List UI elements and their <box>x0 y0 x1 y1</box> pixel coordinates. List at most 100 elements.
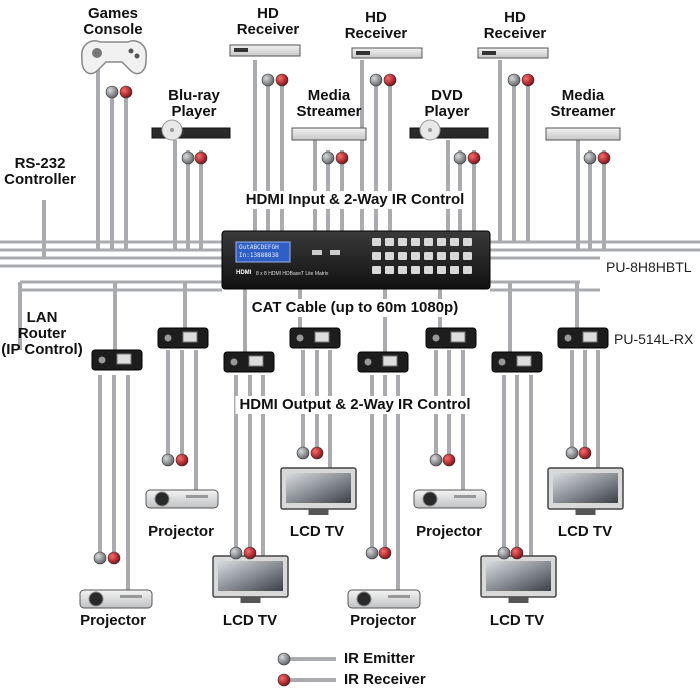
matrix-button <box>437 252 446 260</box>
matrix-button <box>424 252 433 260</box>
lcd-tv-stand-2 <box>575 509 596 515</box>
ir-layer <box>93 73 611 687</box>
model-label-receiver: PU-514L-RX <box>614 331 694 347</box>
source-ir-emitter-5 <box>181 151 195 165</box>
display-label-projector-4: Projector <box>350 612 416 629</box>
band-label-hdmi-output: HDMI Output & 2-Way IR Control <box>235 396 475 414</box>
source-ir-receiver-2 <box>275 73 289 87</box>
display-label-projector-1: Projector <box>148 523 214 540</box>
display-ir-emitter-4 <box>296 446 310 460</box>
display-ir-receiver-1 <box>107 551 121 565</box>
games-console-button-b <box>134 53 140 59</box>
lcd-tv-stand-3 <box>240 597 261 603</box>
display-ir-emitter-8 <box>565 446 579 460</box>
display-ir-emitter-7 <box>497 546 511 560</box>
matrix-button <box>385 266 394 274</box>
hd-receiver-display-1 <box>234 48 248 52</box>
matrix-button <box>437 266 446 274</box>
matrix-nav-button <box>312 250 322 255</box>
model-label-matrix: PU-8H8HBTL <box>606 259 692 275</box>
matrix-button <box>450 252 459 260</box>
matrix-button <box>463 266 472 274</box>
band-label-cat-cable: CAT Cable (up to 60m 1080p) <box>247 299 463 317</box>
matrix-button <box>463 238 472 246</box>
hdbaset-receiver-led-7 <box>498 358 506 366</box>
projector-vent-3 <box>120 595 142 598</box>
matrix-button <box>411 252 420 260</box>
source-ir-emitter-7 <box>453 151 467 165</box>
display-ir-emitter-3 <box>229 546 243 560</box>
projector-lens-3 <box>88 591 104 607</box>
matrix-button <box>450 266 459 274</box>
hdbaset-receiver-led-8 <box>564 334 572 342</box>
source-ir-receiver-4 <box>521 73 535 87</box>
source-ir-emitter-1 <box>105 85 119 99</box>
source-ir-emitter-6 <box>321 151 335 165</box>
hd-receiver-icon-2 <box>351 47 423 59</box>
display-label-projector-3: Projector <box>80 612 146 629</box>
matrix-button <box>372 238 381 246</box>
bluray-player-icon <box>151 127 231 139</box>
matrix-button <box>424 238 433 246</box>
display-label-projector-2: Projector <box>416 523 482 540</box>
source-ir-emitter-8 <box>583 151 597 165</box>
source-ir-emitter-4 <box>507 73 521 87</box>
display-ir-receiver-6 <box>442 453 456 467</box>
games-console-dpad <box>92 48 102 58</box>
source-ir-receiver-1 <box>119 85 133 99</box>
matrix-panel-caption: 8 x 8 HDMI HDBaseT Lite Matrix <box>256 271 329 277</box>
lcd-tv-screen-3 <box>218 561 283 591</box>
display-ir-receiver-8 <box>578 446 592 460</box>
hd-receiver-display-2 <box>356 51 370 55</box>
display-ir-receiver-3 <box>243 546 257 560</box>
legend-label-ir-emitter: IR Emitter <box>344 650 415 667</box>
band-label-hdmi-input: HDMI Input & 2-Way IR Control <box>241 191 469 209</box>
matrix-button <box>398 252 407 260</box>
hdbaset-receiver-led-3 <box>230 358 238 366</box>
legend-emitter-marker <box>277 652 291 666</box>
hdbaset-receiver-led-6 <box>432 334 440 342</box>
matrix-button <box>385 252 394 260</box>
display-label-lcd-tv-1: LCD TV <box>289 523 345 540</box>
source-ir-receiver-5 <box>194 151 208 165</box>
source-ir-emitter-2 <box>261 73 275 87</box>
hdbaset-receiver-led-1 <box>98 356 106 364</box>
matrix-button <box>398 238 407 246</box>
hdbaset-receiver-rj45-7 <box>516 355 532 367</box>
matrix-button <box>372 252 381 260</box>
display-label-lcd-tv-3: LCD TV <box>222 612 278 629</box>
hdbaset-receiver-led-4 <box>296 334 304 342</box>
hdbaset-receiver-rj45-3 <box>248 355 264 367</box>
display-label-lcd-tv-4: LCD TV <box>489 612 545 629</box>
matrix-button <box>463 252 472 260</box>
matrix-button <box>385 238 394 246</box>
matrix-lcd-line-2: In:13888838 <box>239 252 279 259</box>
matrix-button <box>424 266 433 274</box>
matrix-brand-logo: HDMI <box>236 270 252 276</box>
matrix-button <box>372 266 381 274</box>
source-ir-receiver-8 <box>597 151 611 165</box>
display-ir-receiver-5 <box>378 546 392 560</box>
matrix-lcd-screen <box>235 241 291 263</box>
lcd-tv-stand-1 <box>308 509 329 515</box>
bluray-player-disc-hole <box>170 128 174 132</box>
hdbaset-receiver-rj45-6 <box>450 331 466 343</box>
hdbaset-receiver-rj45-2 <box>182 331 198 343</box>
matrix-button <box>450 238 459 246</box>
hdbaset-receiver-led-2 <box>164 334 172 342</box>
matrix-nav-button <box>330 250 340 255</box>
device-layer <box>79 40 624 609</box>
matrix-lcd-line-1: OutABCDEFGH <box>239 244 279 251</box>
projector-lens-4 <box>356 591 372 607</box>
lcd-tv-screen-2 <box>553 473 618 503</box>
projector-lens-2 <box>422 491 438 507</box>
